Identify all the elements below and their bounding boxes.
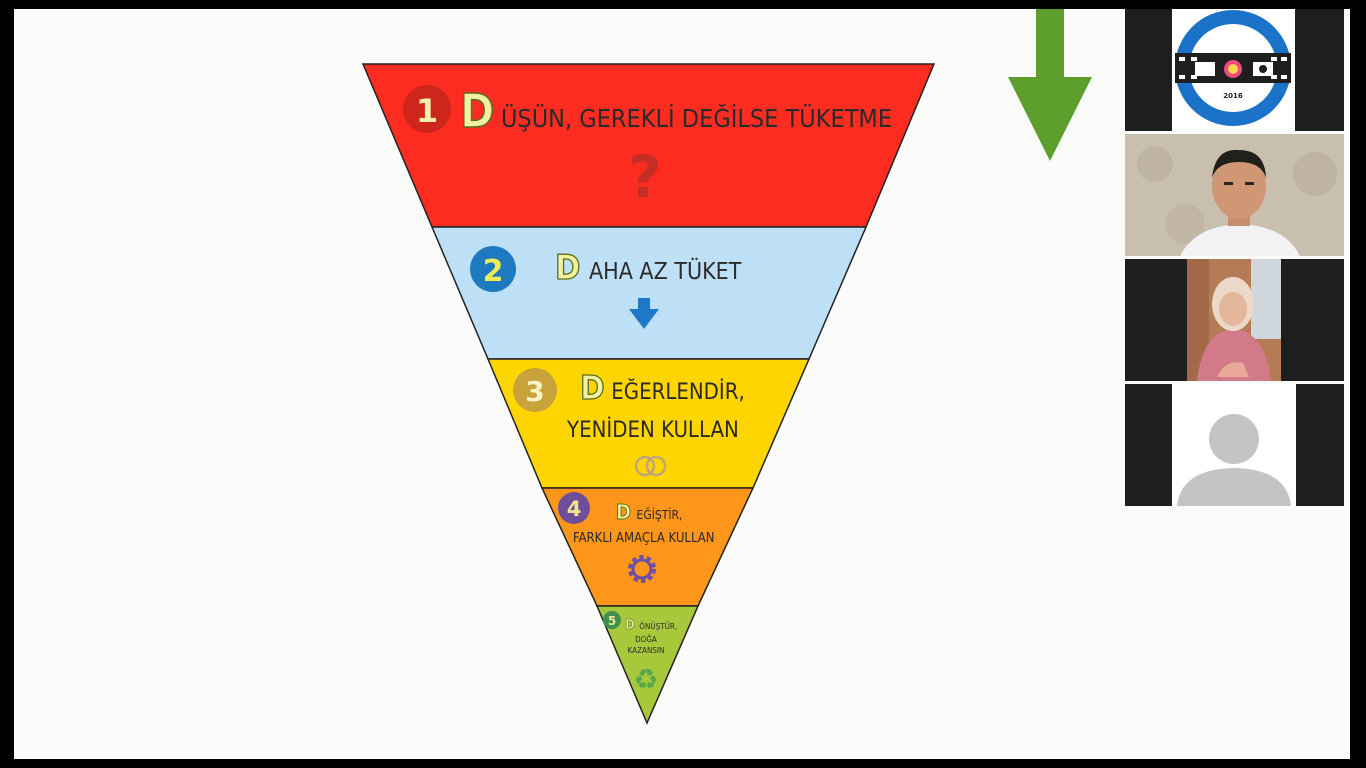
level-5-label-line1: ÖNÜŞTÜR,	[639, 621, 677, 631]
svg-text:D ÜŞÜN, GEREKLİ DEĞİLS: D ÜŞÜN, GEREKLİ DEĞİLSE TÜKETME	[460, 84, 892, 138]
level-2-number: 2	[483, 254, 504, 289]
participant-tile-woman[interactable]	[1125, 259, 1344, 381]
level-4-label-line1: EĞİŞTİR,	[637, 507, 683, 522]
level-5-number: 5	[608, 614, 616, 628]
svg-text:D AHA AZ TÜKET: D AHA AZ TÜKET	[555, 248, 742, 288]
pyramid-level-3: 3 D EĞERLENDİR, YENİDEN KULLAN	[486, 358, 811, 489]
pyramid-level-1: 1 D ÜŞÜN, GEREKLİ DEĞİLSE TÜKETME ?	[361, 63, 936, 228]
level-3-label-line2: YENİDEN KULLAN	[566, 417, 739, 443]
pyramid-level-2: 2 D AHA AZ TÜKET	[430, 226, 868, 360]
recycle-icon: ♻	[633, 663, 658, 696]
level-1-initial: D	[460, 84, 494, 138]
level-5-label-line3: KAZANSIN	[628, 646, 665, 655]
man-video-feed	[1125, 134, 1344, 256]
pyramid-level-5: 5 D ÖNÜŞTÜR, DOĞA KAZANSIN ♻	[595, 605, 700, 725]
green-down-arrow-icon	[1008, 9, 1092, 161]
level-3-number: 3	[525, 375, 544, 408]
level-1-label: ÜŞÜN, GEREKLİ DEĞİLSE TÜKETME	[501, 103, 892, 133]
question-mark-icon: ?	[628, 143, 662, 211]
level-3-initial: D	[580, 368, 605, 407]
level-2-initial: D	[555, 248, 580, 288]
level-4-label-line2: FARKLI AMAÇLA KULLAN	[573, 531, 715, 546]
woman-video-feed	[1125, 259, 1344, 381]
level-4-number: 4	[567, 497, 582, 521]
level-3-label-line1: EĞERLENDİR,	[611, 379, 745, 405]
pyramid-level-4: 4 D EĞİŞTİR, FARKLI AMAÇLA KULLAN	[540, 487, 755, 607]
avatar-placeholder-icon	[1125, 384, 1344, 506]
svg-text:D ÖNÜŞTÜR,: D ÖNÜŞTÜR,	[625, 614, 677, 633]
svg-text:D EĞİŞTİR,: D EĞİŞTİR,	[616, 500, 682, 524]
logo-year: 2016	[1223, 92, 1243, 100]
level-1-number: 1	[416, 92, 438, 130]
level-4-initial: D	[616, 500, 631, 524]
film-club-logo-icon: 2016	[1172, 9, 1295, 131]
participant-tile-no-video[interactable]	[1125, 384, 1344, 506]
consumption-pyramid: 1 D ÜŞÜN, GEREKLİ DEĞİLSE TÜKETME ? 2 D …	[361, 63, 936, 725]
svg-text:D EĞERLENDİR,: D EĞERLENDİR,	[580, 368, 745, 407]
participants-panel: 2016	[1125, 9, 1344, 507]
reuse-icon	[634, 455, 667, 477]
participant-tile-logo[interactable]: 2016	[1125, 9, 1344, 131]
level-2-label: AHA AZ TÜKET	[589, 257, 742, 285]
gear-icon	[628, 555, 656, 583]
level-5-label-line2: DOĞA	[635, 633, 657, 644]
arrow-down-icon	[629, 298, 659, 329]
participant-tile-man[interactable]	[1125, 134, 1344, 256]
level-5-initial: D	[625, 618, 635, 633]
